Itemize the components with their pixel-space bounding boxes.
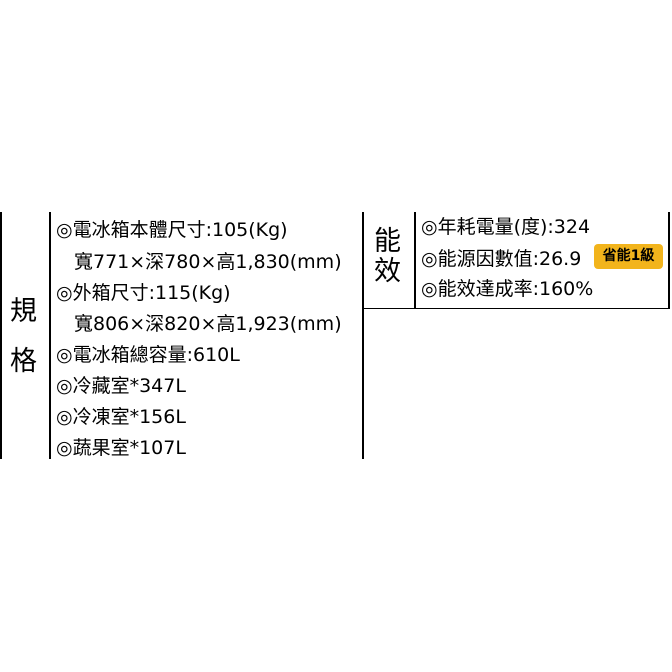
- spec-row-body-size: 寬771×深780×高1,830(mm): [74, 251, 342, 273]
- efficiency-label-char-1: 能: [374, 226, 401, 257]
- spec-divider-line: [49, 212, 51, 459]
- spec-label-char-1: 規: [10, 296, 37, 327]
- left-border-line: [0, 212, 2, 459]
- efficiency-label-char-2: 效: [374, 256, 401, 287]
- spec-row-box-dimensions: ◎外箱尺寸:115(Kg): [56, 282, 231, 304]
- spec-row-fridge: ◎冷藏室*347L: [56, 375, 186, 397]
- spec-row-box-size: 寬806×深820×高1,923(mm): [74, 313, 342, 335]
- efficiency-row-achievement-rate: ◎能效達成率:160%: [421, 278, 594, 300]
- spec-row-total-capacity: ◎電冰箱總容量:610L: [56, 344, 240, 366]
- efficiency-row-annual-consumption: ◎年耗電量(度):324: [421, 216, 591, 238]
- spec-row-body-dimensions: ◎電冰箱本體尺寸:105(Kg): [56, 219, 288, 241]
- energy-grade-badge: 省能1級: [594, 244, 663, 269]
- spec-row-vegetable: ◎蔬果室*107L: [56, 437, 186, 459]
- spec-row-freezer: ◎冷凍室*156L: [56, 406, 186, 428]
- efficiency-divider-line: [414, 212, 416, 309]
- efficiency-row-energy-factor: ◎能源因數值:26.9: [421, 248, 582, 270]
- right-border-line: [668, 212, 670, 309]
- efficiency-bottom-line: [362, 308, 670, 309]
- spec-label-char-2: 格: [10, 346, 37, 377]
- section-divider-line: [362, 212, 364, 459]
